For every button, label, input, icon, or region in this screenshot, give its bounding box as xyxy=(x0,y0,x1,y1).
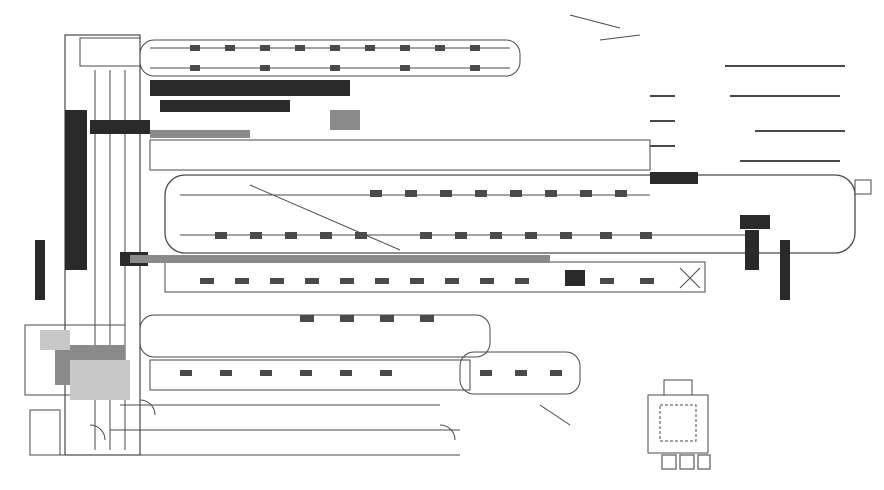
upper-left-block xyxy=(79,37,141,67)
main-conveyor-loop xyxy=(164,174,856,254)
dark-horizontal-beam xyxy=(90,120,150,134)
assembly-strip-2 xyxy=(164,261,706,293)
top-overhead-conveyor xyxy=(139,39,521,77)
assembly-strip-3 xyxy=(139,314,491,358)
assembly-strip-1 xyxy=(149,139,651,171)
assembly-strip-4 xyxy=(149,359,471,391)
lower-loop xyxy=(459,351,581,395)
dark-vertical-column xyxy=(65,110,87,270)
right-building-outline xyxy=(647,394,709,454)
watermark-logo xyxy=(661,454,711,470)
